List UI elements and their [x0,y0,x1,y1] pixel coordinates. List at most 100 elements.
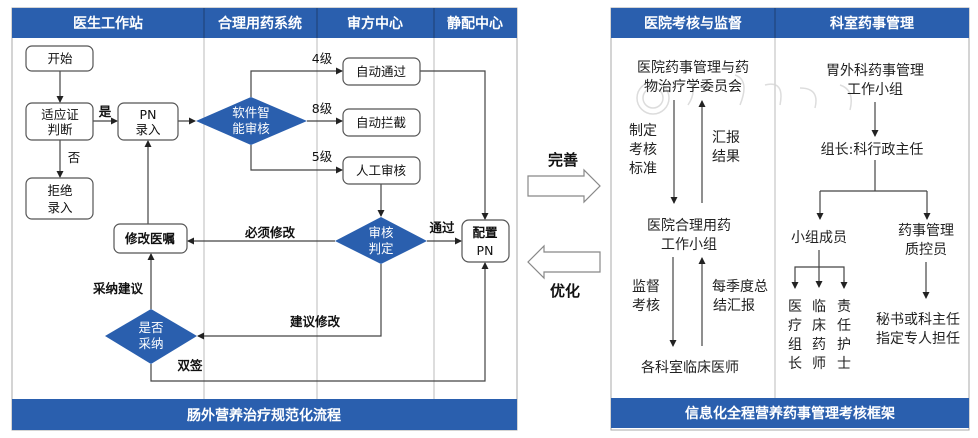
column-title-department: 科室药事管理 [830,15,914,32]
report-result-label: 结果 [712,149,740,165]
edge-label-level5: 5级 [312,149,333,164]
members-label: 小组成员 [791,230,847,246]
node-review-decision-label: 审核 [368,225,394,240]
node-indication [25,102,94,141]
left-footer-title: 肠外营养治疗规范化流程 [187,407,341,424]
node-auto-block-label: 自动拦截 [356,115,406,130]
left-panel-frame [11,7,518,431]
qc-label: 质控员 [905,242,947,258]
role-char: 床 [812,318,826,334]
node-review-decision [335,217,427,264]
node-indication-label: 判断 [47,122,72,137]
set-standard-label: 标准 [629,161,657,177]
edge-adopt-to-config [150,262,489,382]
role-char: 长 [788,356,802,372]
node-config-pn-label: 配置 [472,225,498,240]
optimize-label: 优化 [550,282,580,300]
edge-label-double-sign: 双签 [176,358,203,373]
edge-label-level4: 4级 [312,51,333,66]
right-panel: 医院考核与监督 科室药事管理 信息化全程营养药事管理考核框架 医院药事管理与药 … [610,7,970,431]
watermark-seal-icon [642,87,664,109]
role-char: 师 [812,356,826,372]
node-pn-entry-label: PN [140,107,157,122]
role-medical-team-leader: 医 疗 组 长 [788,299,802,372]
node-auto-block [342,108,421,137]
quarterly-report-label: 每季度总 [712,279,768,295]
lane-title-doctor-station: 医生工作站 [73,15,143,32]
edge-label-no: 否 [68,150,81,165]
report-result-label: 汇报 [712,130,740,146]
committee-label: 医院药事管理与药 [637,60,749,76]
left-footer-bar [12,399,517,430]
lane-header-bar [12,8,517,38]
node-start [25,45,94,72]
improve-label: 完善 [548,151,578,169]
lane-title-rational-drug-system: 合理用药系统 [218,15,302,32]
node-smart-review [196,97,307,145]
node-manual-review [342,156,421,185]
clinicians-label: 各科室临床医师 [641,359,739,376]
node-review-decision-label: 判定 [368,241,393,256]
role-char: 药 [812,337,826,353]
role-char: 组 [788,337,802,353]
edge-label-adopt-suggestion: 采纳建议 [92,281,144,296]
role-clinical-pharmacist: 临 床 药 师 [812,299,826,372]
role-primary-nurse: 责 任 护 士 [837,299,851,372]
edge-label-pass: 通过 [429,220,455,235]
node-modify-order-label: 修改医嘱 [124,231,175,246]
edge-label-yes: 是 [98,104,112,119]
role-char: 疗 [788,318,802,334]
qc-label: 药事管理 [898,223,954,239]
dept-group-label: 工作小组 [847,82,903,98]
node-pn-entry-label: 录入 [135,122,161,137]
node-config-pn [461,219,510,263]
node-manual-review-label: 人工审核 [356,163,407,178]
supervise-label: 监督 [632,279,660,295]
watermark-script [687,74,852,111]
role-char: 任 [837,318,851,334]
lane-title-review-center: 审方中心 [347,15,403,32]
quarterly-report-label: 结汇报 [713,298,755,314]
assignee-label: 指定专人担任 [876,331,960,347]
lane-title-dispensing-center: 静配中心 [447,15,503,32]
left-panel: 医生工作站 合理用药系统 审方中心 静配中心 肠外营养治疗规范化流程 开始 适应… [11,7,518,431]
left-arrow-icon [527,244,601,280]
node-smart-review-label: 能审核 [232,121,270,136]
node-pn-entry [117,102,179,141]
working-group-label: 医院合理用药 [647,218,731,234]
node-config-pn-label: PN [477,243,494,258]
leader-label: 组长:科行政主任 [821,142,924,158]
members-branch-bar [794,266,845,287]
node-start-label: 开始 [47,51,73,66]
watermark [636,74,852,115]
role-char: 责 [837,299,851,315]
node-adopt-decision-label: 采纳 [138,336,163,351]
right-footer-title: 信息化全程营养药事管理考核框架 [685,405,895,422]
right-footer-bar [611,398,969,428]
edge-label-level8: 8级 [312,101,333,116]
role-char: 临 [812,299,826,315]
right-panel-frame [610,7,970,431]
column-title-hospital: 医院考核与监督 [644,15,742,32]
assignee-label: 秘书或科主任 [876,312,960,328]
middle-arrows: 完善 优化 [527,151,601,300]
node-reject-label: 录入 [47,200,73,215]
edge-label-suggest-modify: 建议修改 [290,314,341,329]
role-char: 医 [788,299,802,315]
edge-smart-to-manual [250,145,343,174]
node-reject [25,177,94,220]
supervise-label: 考核 [632,298,660,314]
node-indication-label: 适应证 [41,107,79,122]
role-char: 护 [837,337,851,353]
edge-decision-to-adopt [197,264,382,340]
right-header-bar [611,8,969,38]
edge-pass-to-config [420,70,489,220]
working-group-label: 工作小组 [661,237,717,253]
node-adopt-decision-label: 是否 [138,320,163,335]
right-arrow-icon [527,168,601,204]
node-modify-order [113,223,188,254]
set-standard-label: 制定 [629,123,657,139]
node-smart-review-label: 软件智 [232,105,270,120]
set-standard-label: 考核 [629,142,657,158]
